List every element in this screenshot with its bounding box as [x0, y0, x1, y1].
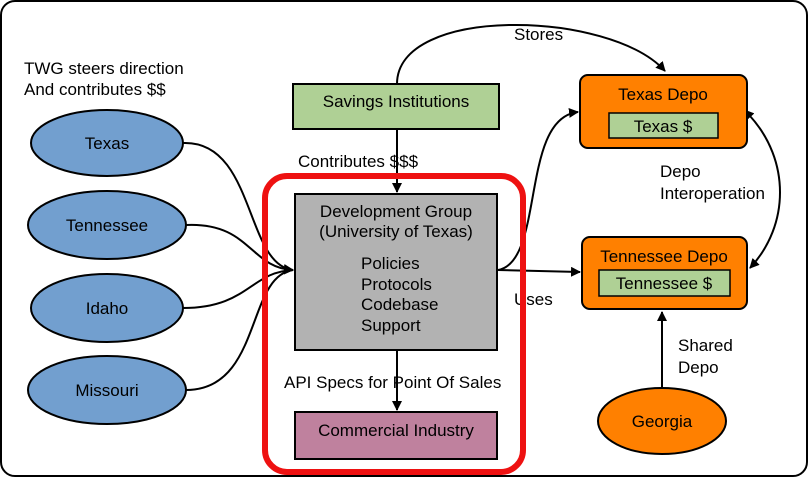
api-specs-label: API Specs for Point Of Sales: [284, 373, 501, 392]
tennessee-depo-title: Tennessee Depo: [600, 247, 728, 266]
node-tennessee-depo: Tennessee Depo Tennessee $: [581, 236, 748, 310]
node-development-group: Development Group (University of Texas) …: [294, 193, 498, 351]
georgia-ellipse: [597, 387, 727, 455]
intro-line-1: TWG steers direction: [24, 59, 184, 78]
node-georgia: Georgia: [597, 387, 727, 455]
edge-uses: [497, 266, 581, 277]
texas-depo-title: Texas Depo: [618, 85, 708, 104]
commercial-label: Commercial Industry: [318, 421, 474, 440]
dev-group-title-1: Development Group: [320, 202, 472, 221]
commercial-box: [294, 411, 498, 460]
contributes-label: Contributes $$$: [298, 152, 419, 171]
node-idaho: Idaho: [30, 273, 184, 343]
edge-idaho-dev: [182, 269, 294, 309]
stores-label: Stores: [514, 25, 563, 44]
idaho-label: Idaho: [86, 299, 129, 318]
uses-label: Uses: [514, 290, 553, 309]
tennessee-currency-label: Tennessee $: [616, 274, 713, 293]
tennessee-currency-box: [598, 269, 731, 297]
missouri-ellipse: [27, 355, 187, 425]
shared-depo-label-2: Depo: [678, 358, 719, 377]
texas-currency-box: [608, 112, 719, 139]
dev-group-item-policies: Policies: [361, 254, 420, 273]
edge-tennessee-dev: [185, 223, 294, 275]
node-tennessee: Tennessee: [27, 190, 187, 260]
texas-label: Texas: [85, 134, 129, 153]
texas-currency-label: Texas $: [634, 117, 693, 136]
node-commercial-industry: Commercial Industry: [294, 411, 498, 460]
highlight-outline: [262, 173, 526, 475]
savings-label: Savings Institutions: [323, 92, 469, 111]
node-texas: Texas: [30, 109, 184, 177]
edge-dev-texas-depo: [497, 107, 579, 271]
idaho-ellipse: [30, 273, 184, 343]
missouri-label: Missouri: [75, 381, 138, 400]
dev-group-item-protocols: Protocols: [361, 275, 432, 294]
tennessee-label: Tennessee: [66, 216, 148, 235]
depo-interop-label-2: Interoperation: [660, 184, 765, 203]
edge-texas-dev: [182, 141, 294, 275]
edge-depo-interop: [743, 109, 781, 269]
dev-group-box: [294, 193, 498, 351]
node-savings-institutions: Savings Institutions: [292, 83, 500, 130]
texas-ellipse: [30, 109, 184, 177]
node-missouri: Missouri: [27, 355, 187, 425]
depo-interop-label-1: Depo: [660, 162, 701, 181]
tennessee-ellipse: [27, 190, 187, 260]
intro-line-2: And contributes $$: [24, 80, 166, 99]
edge-stores: [396, 24, 666, 85]
dev-group-item-support: Support: [361, 316, 421, 335]
dev-group-item-codebase: Codebase: [361, 295, 439, 314]
dev-group-title-2: (University of Texas): [319, 222, 473, 241]
node-texas-depo: Texas Depo Texas $: [579, 74, 748, 149]
shared-depo-label-1: Shared: [678, 336, 733, 355]
savings-box: [292, 83, 500, 130]
edge-missouri-dev: [185, 269, 294, 391]
georgia-label: Georgia: [632, 412, 693, 431]
